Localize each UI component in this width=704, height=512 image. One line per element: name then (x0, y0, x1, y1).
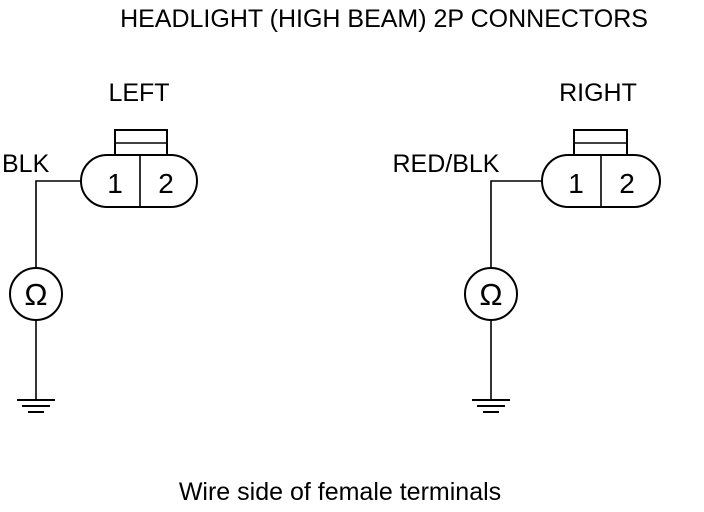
right-terminal-1: 1 (568, 168, 584, 199)
left-connector-label: LEFT (108, 79, 169, 107)
diagram-caption: Wire side of female terminals (179, 478, 501, 506)
right-terminal-2: 2 (619, 168, 635, 199)
left-wire-color-label: BLK (2, 150, 50, 178)
right-wire-color-label: RED/BLK (393, 150, 500, 178)
diagram-title: HEADLIGHT (HIGH BEAM) 2P CONNECTORS (120, 5, 648, 33)
left-connector-group: LEFT BLK 1 2 Ω (2, 79, 198, 413)
left-terminal-2: 2 (158, 168, 174, 199)
right-ground-icon (472, 399, 510, 413)
left-connector-body (80, 154, 198, 208)
left-wire (35, 180, 81, 268)
left-terminal-1: 1 (107, 168, 123, 199)
right-wire (490, 180, 542, 268)
left-ground-icon (17, 399, 55, 413)
svg-text:Ω: Ω (24, 277, 47, 312)
svg-text:Ω: Ω (479, 277, 502, 312)
right-ohmmeter-icon: Ω (464, 267, 518, 321)
left-ohmmeter-icon: Ω (9, 267, 63, 321)
right-connector-label: RIGHT (559, 79, 637, 107)
right-connector-group: RIGHT RED/BLK 1 2 Ω (393, 79, 661, 413)
